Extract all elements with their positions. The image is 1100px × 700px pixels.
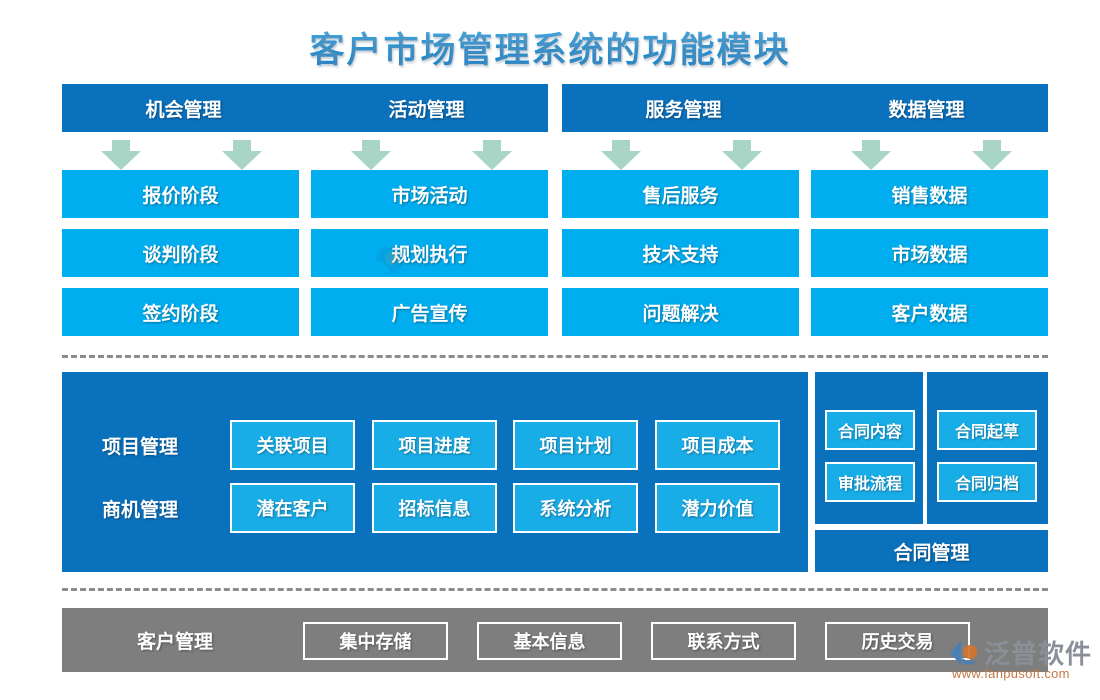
stage-box[interactable]: 技术支持: [562, 229, 799, 277]
brand-url: www.fanpusoft.com: [952, 666, 1070, 681]
header-bar-2: 服务管理 数据管理: [562, 84, 1048, 132]
stage-box[interactable]: 报价阶段: [62, 170, 299, 218]
contract-cell[interactable]: 合同起草: [937, 410, 1037, 450]
opportunity-cell[interactable]: 潜力价值: [655, 483, 780, 533]
opportunity-cell[interactable]: 系统分析: [513, 483, 638, 533]
stage-box[interactable]: 售后服务: [562, 170, 799, 218]
contract-cell[interactable]: 合同内容: [825, 410, 915, 450]
fanpu-logo-icon: [948, 638, 982, 668]
header-bar-1: 机会管理 活动管理: [62, 84, 548, 132]
divider-bottom: [62, 588, 1048, 591]
contract-cell[interactable]: 合同归档: [937, 462, 1037, 502]
down-arrow-icon: [222, 140, 262, 170]
brand-name: 泛普软件: [984, 640, 1093, 669]
down-arrow-icon: [722, 140, 762, 170]
row-label-project-management: 项目管理: [101, 436, 178, 458]
header-label-activity: 活动管理: [388, 99, 465, 121]
svg-text:泛普: 泛普: [408, 253, 436, 269]
down-arrow-icon: [972, 140, 1012, 170]
stage-box[interactable]: 市场活动: [311, 170, 548, 218]
customer-cell[interactable]: 基本信息: [477, 622, 622, 660]
project-cell[interactable]: 项目成本: [655, 420, 780, 470]
header-label-service: 服务管理: [645, 99, 722, 121]
stage-box[interactable]: 谈判阶段: [62, 229, 299, 277]
contract-footer-label: 合同管理: [893, 542, 970, 564]
divider-top: [62, 355, 1048, 358]
customer-cell[interactable]: 集中存储: [303, 622, 448, 660]
customer-cell[interactable]: 历史交易: [825, 622, 970, 660]
down-arrow-icon: [351, 140, 391, 170]
header-label-opportunity: 机会管理: [145, 99, 222, 121]
stage-box[interactable]: 销售数据: [811, 170, 1048, 218]
stage-box[interactable]: 广告宣传: [311, 288, 548, 336]
page-title: 客户市场管理系统的功能模块: [0, 22, 1100, 73]
project-cell[interactable]: 关联项目: [230, 420, 355, 470]
down-arrow-icon: [851, 140, 891, 170]
bottom-label-customer-management: 客户管理: [136, 631, 213, 653]
contract-footer-bar: 合同管理: [815, 530, 1048, 572]
project-cell[interactable]: 项目计划: [513, 420, 638, 470]
row-label-opportunity-management: 商机管理: [101, 499, 178, 521]
down-arrow-icon: [601, 140, 641, 170]
watermark-logo: 泛普: [370, 240, 460, 280]
project-cell[interactable]: 项目进度: [372, 420, 497, 470]
contract-cell[interactable]: 审批流程: [825, 462, 915, 502]
brand-logo: 泛普软件 www.fanpusoft.com: [948, 632, 1098, 692]
stage-box[interactable]: 问题解决: [562, 288, 799, 336]
customer-cell[interactable]: 联系方式: [651, 622, 796, 660]
down-arrow-icon: [472, 140, 512, 170]
stage-box[interactable]: 市场数据: [811, 229, 1048, 277]
header-label-data: 数据管理: [888, 99, 965, 121]
down-arrow-icon: [101, 140, 141, 170]
project-panel: [62, 372, 808, 572]
stage-box[interactable]: 规划执行: [311, 229, 548, 277]
stage-box[interactable]: 签约阶段: [62, 288, 299, 336]
opportunity-cell[interactable]: 潜在客户: [230, 483, 355, 533]
stage-box[interactable]: 客户数据: [811, 288, 1048, 336]
customer-management-bar: [62, 608, 1048, 672]
opportunity-cell[interactable]: 招标信息: [372, 483, 497, 533]
